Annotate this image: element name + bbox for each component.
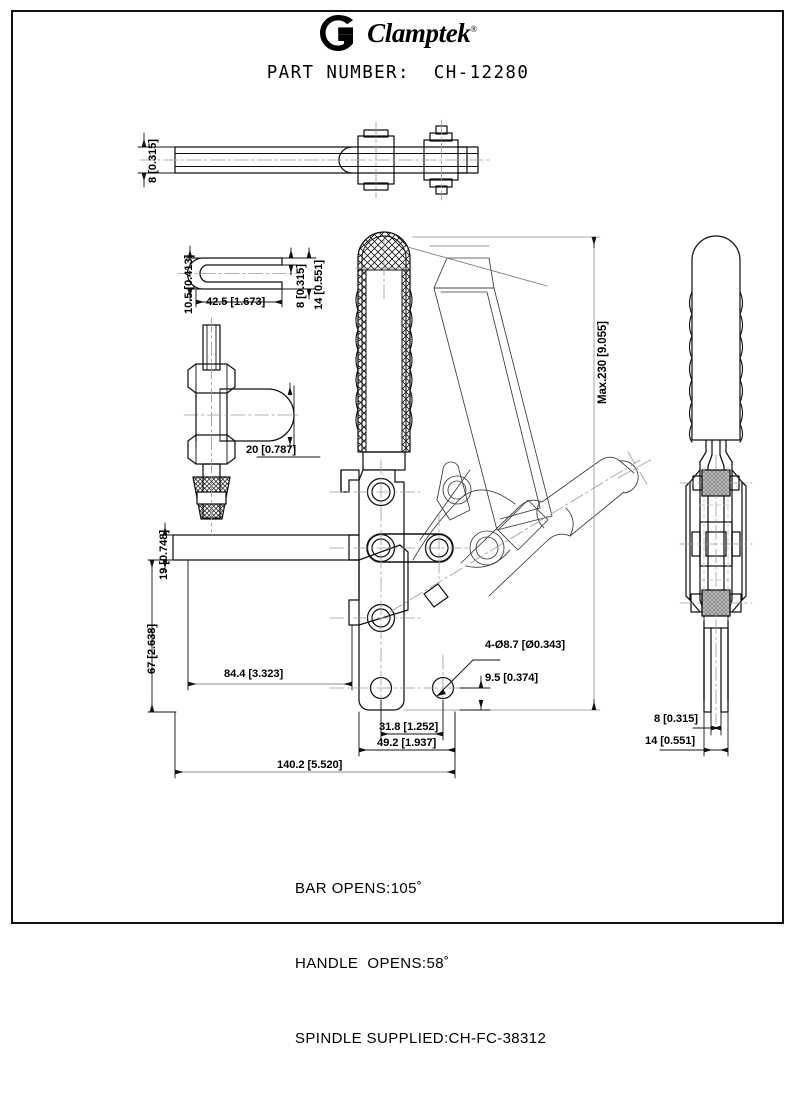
- dim-label-body-height-67: 67 [2.638]: [146, 624, 158, 674]
- dim-label-bar-height-19: 19 [0.748]: [158, 530, 170, 580]
- note-handle-opens: HANDLE OPENS:58˚: [295, 955, 450, 972]
- note-spindle-supplied: SPINDLE SUPPLIED:CH-FC-38312: [295, 1030, 547, 1047]
- brand-text: Clamptek: [367, 17, 471, 48]
- note-bar-opens: BAR OPENS:105˚: [295, 880, 423, 897]
- specification-notes: BAR OPENS:105˚ HANDLE OPENS:58˚ SPINDLE …: [295, 826, 546, 1101]
- dim-label-hole-spacing: 31.8 [1.252]: [379, 721, 439, 733]
- dim-label-side-thickness-14: 14 [0.551]: [645, 735, 695, 747]
- dim-label-side-thickness-8: 8 [0.315]: [654, 713, 698, 725]
- registered-trademark-icon: ®: [470, 23, 477, 34]
- dim-label-bar-projection: 84.4 [3.323]: [224, 668, 284, 680]
- clamptek-logo-icon: [319, 14, 357, 52]
- brand-header: Clamptek®: [0, 14, 796, 52]
- dim-label-bar-length: 42.5 [1.673]: [206, 296, 266, 308]
- drawing-sheet: Clamptek® PART NUMBER: CH-12280: [0, 10, 796, 1047]
- dim-label-max-height: Max.230 [9.055]: [597, 321, 609, 404]
- drawing-border-frame: [11, 10, 784, 924]
- dim-label-bar-radius-height: 10.5 [0.413]: [183, 254, 195, 314]
- dim-label-hole-edge-distance: 9.5 [0.374]: [485, 672, 539, 684]
- dim-label-overall-length: 140.2 [5.520]: [277, 759, 343, 771]
- dim-label-base-width: 49.2 [1.937]: [377, 737, 437, 749]
- dim-label-bar-width-14: 14 [0.551]: [313, 260, 325, 310]
- brand-wordmark: Clamptek®: [367, 17, 477, 48]
- dim-label-hole-callout: 4-Ø8.7 [Ø0.343]: [485, 639, 565, 651]
- part-number-label: PART NUMBER: CH-12280: [266, 63, 530, 83]
- dim-label-bar-width-8: 8 [0.315]: [295, 264, 307, 308]
- dim-label-top-bar-thickness: 8 [0.315]: [147, 139, 159, 183]
- dim-label-spindle-reach: 20 [0.787]: [246, 444, 296, 456]
